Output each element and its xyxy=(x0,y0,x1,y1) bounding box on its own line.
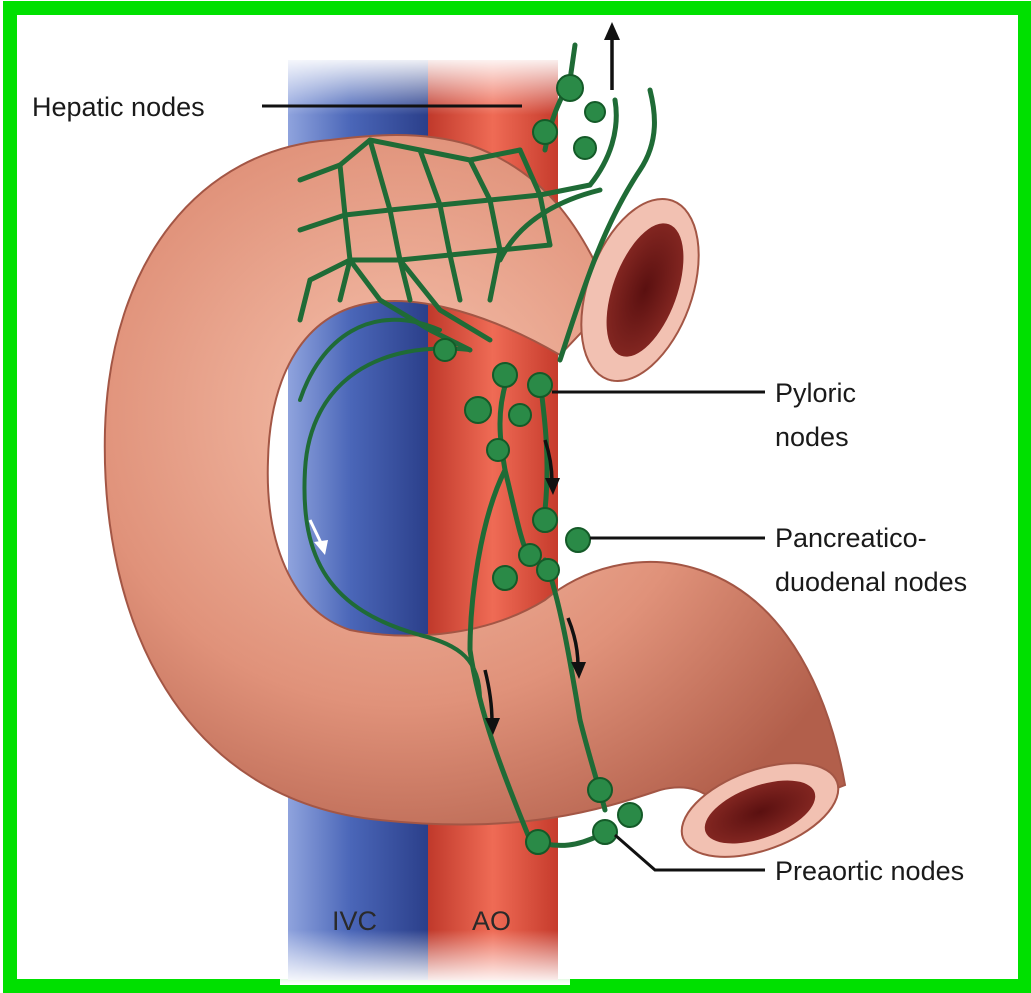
pyloric-nodes-label-line1: Pyloric xyxy=(775,378,856,408)
pyloric-node xyxy=(493,363,517,387)
pancreaticoduodenal-node xyxy=(493,566,517,590)
upward-arrow xyxy=(604,22,620,90)
pyloric-node xyxy=(465,397,491,423)
pyloric-node xyxy=(487,439,509,461)
preaortic-node xyxy=(593,820,617,844)
hepatic-node xyxy=(557,75,583,101)
pancreaticoduodenal-node xyxy=(566,528,590,552)
ao-label: AO xyxy=(472,906,511,936)
hepatic-node xyxy=(585,102,605,122)
pancreaticoduodenal-node xyxy=(533,508,557,532)
preaortic-node xyxy=(618,803,642,827)
pyloric-node xyxy=(434,339,456,361)
pancreatico-label-line2: duodenal nodes xyxy=(775,567,967,597)
pyloric-node xyxy=(509,404,531,426)
pyloric-node xyxy=(528,373,552,397)
pancreatico-label-line1: Pancreatico- xyxy=(775,523,927,553)
ivc-label: IVC xyxy=(332,906,377,936)
hepatic-node xyxy=(574,137,596,159)
preaortic-node xyxy=(526,830,550,854)
hepatic-node xyxy=(533,120,557,144)
preaortic-nodes-label: Preaortic nodes xyxy=(775,856,964,886)
pyloric-nodes-label-line2: nodes xyxy=(775,422,849,452)
hepatic-nodes-label: Hepatic nodes xyxy=(32,92,205,122)
preaortic-node xyxy=(588,778,612,802)
pancreaticoduodenal-node xyxy=(537,559,559,581)
pancreaticoduodenal-node xyxy=(519,544,541,566)
